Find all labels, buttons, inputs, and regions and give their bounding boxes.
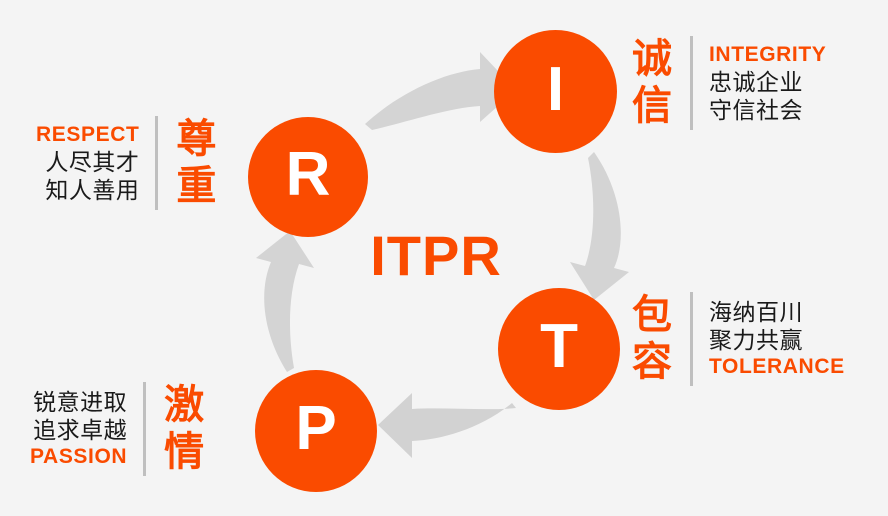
tolerance-english-label: TOLERANCE (709, 355, 845, 379)
node-letter-i: I (546, 54, 565, 124)
tolerance-line-2: 聚力共赢 (709, 327, 803, 354)
integrity-detail: INTEGRITY 忠诚企业 守信社会 (709, 42, 826, 124)
node-circle-r[interactable]: R (248, 117, 368, 237)
tolerance-chinese-title: 包 容 (632, 293, 672, 385)
respect-line-2: 知人善用 (45, 176, 140, 203)
respect-line-1: 人尽其才 (45, 148, 140, 175)
tolerance-detail: 海纳百川 聚力共赢 TOLERANCE (709, 298, 845, 380)
node-circle-i[interactable]: I (494, 30, 617, 153)
center-wordmark-text: ITPR (370, 224, 502, 287)
integrity-divider (690, 36, 693, 131)
arrow-t-to-p-icon (378, 393, 516, 458)
passion-line-1: 锐意进取 (33, 389, 128, 416)
passion-line-2: 追求卓越 (33, 417, 128, 444)
respect-chinese-title: 尊 重 (176, 117, 217, 209)
tolerance-divider (690, 292, 693, 387)
passion-chinese-title: 激 情 (164, 383, 205, 475)
value-block-integrity: 诚 信 INTEGRITY 忠诚企业 守信社会 (632, 36, 826, 131)
integrity-english-label: INTEGRITY (709, 43, 827, 67)
integrity-chinese-title: 诚 信 (632, 37, 672, 129)
tolerance-line-1: 海纳百川 (709, 299, 803, 326)
value-block-passion: 锐意进取 追求卓越 PASSION 激 情 (30, 382, 205, 477)
integrity-line-2: 守信社会 (709, 96, 803, 123)
node-circle-p[interactable]: P (255, 370, 377, 492)
node-letter-t: T (540, 312, 578, 381)
respect-detail: RESPECT 人尽其才 知人善用 (36, 122, 139, 204)
passion-divider (143, 382, 147, 477)
node-letter-p: P (295, 394, 337, 463)
node-letter-r: R (285, 140, 331, 209)
center-wordmark: ITPR (0, 228, 888, 284)
respect-english-label: RESPECT (36, 123, 140, 147)
value-block-respect: RESPECT 人尽其才 知人善用 尊 重 (36, 116, 217, 211)
passion-detail: 锐意进取 追求卓越 PASSION (30, 388, 127, 470)
respect-divider (155, 116, 159, 211)
integrity-line-1: 忠诚企业 (709, 68, 803, 95)
passion-english-label: PASSION (30, 445, 128, 469)
value-block-tolerance: 包 容 海纳百川 聚力共赢 TOLERANCE (632, 292, 845, 387)
node-circle-t[interactable]: T (498, 288, 620, 410)
